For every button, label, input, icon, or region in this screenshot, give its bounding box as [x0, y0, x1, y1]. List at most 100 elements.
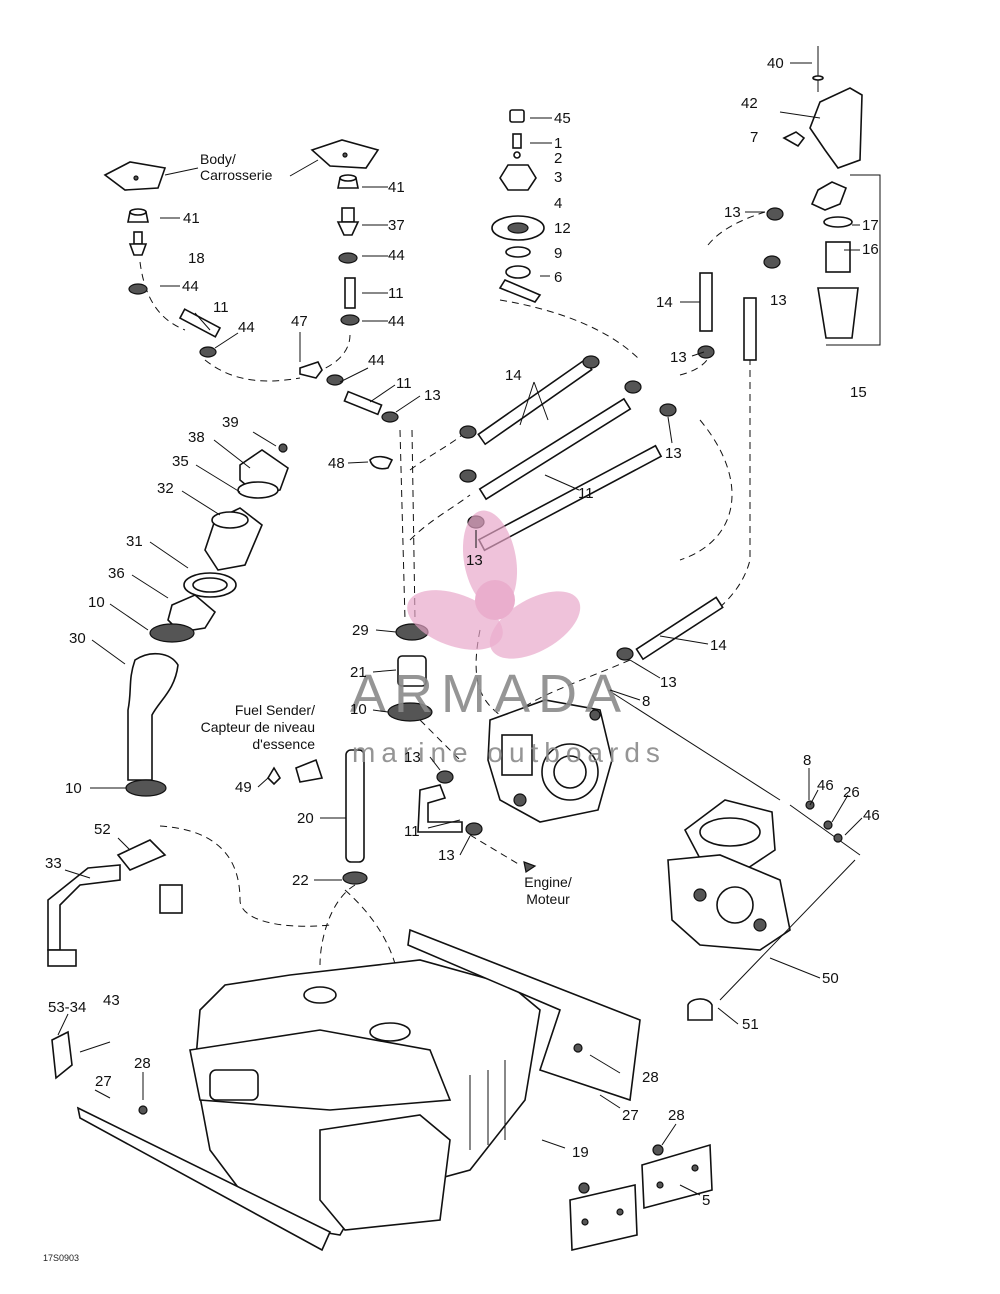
hose-clamps	[436, 207, 784, 836]
callout-47: 47	[291, 313, 308, 330]
callout-8: 8	[803, 752, 811, 769]
callout-11: 11	[578, 485, 594, 502]
engine-label: Engine/	[524, 874, 572, 890]
left-vent-assembly	[127, 208, 399, 423]
body-label-fr: Carrosserie	[200, 167, 273, 183]
callout-28: 28	[134, 1055, 151, 1072]
callout-15: 15	[850, 384, 867, 401]
callout-7: 7	[750, 129, 758, 146]
callout-44: 44	[182, 278, 199, 295]
callout-31: 31	[126, 533, 143, 550]
callout-36: 36	[108, 565, 125, 582]
callout-32: 32	[157, 480, 174, 497]
callout-41: 41	[388, 179, 405, 196]
callout-27: 27	[95, 1073, 112, 1090]
callout-9: 9	[554, 245, 562, 262]
callout-38: 38	[188, 429, 205, 446]
callout-44: 44	[388, 313, 405, 330]
armada-watermark: ARMADA marine outboards	[350, 510, 666, 768]
callout-13: 13	[424, 387, 441, 404]
captions: Fuel Sender/ Capteur de niveau d'essence…	[43, 702, 572, 1263]
callout-17: 17	[862, 217, 879, 234]
callout-14: 14	[505, 367, 522, 384]
callout-6: 6	[554, 269, 562, 286]
callout-26: 26	[843, 784, 860, 801]
callout-40: 40	[767, 55, 784, 72]
filler-neck-assembly	[125, 443, 289, 797]
callout-numbers: 41 18 44 11 44 47 44 11 13 41 37 44 11 4…	[45, 55, 880, 1209]
throttle-body	[487, 699, 613, 823]
callout-19: 19	[572, 1144, 589, 1161]
callout-41: 41	[183, 210, 200, 227]
right-vent-assembly	[336, 174, 360, 326]
left-brackets	[47, 839, 183, 1080]
callout-44: 44	[368, 352, 385, 369]
callout-49: 49	[235, 779, 252, 796]
callout-13: 13	[724, 204, 741, 221]
callout-13: 13	[670, 349, 687, 366]
drawing-code: 17S0903	[43, 1253, 79, 1263]
main-hoses	[417, 272, 757, 833]
carburetor	[607, 689, 861, 1021]
callout-27: 27	[622, 1107, 639, 1124]
propeller-logo-icon	[407, 510, 581, 659]
engine-label-fr: Moteur	[526, 891, 570, 907]
callout-21: 21	[350, 664, 367, 681]
callout-20: 20	[297, 810, 314, 827]
callout-3: 3	[554, 169, 562, 186]
callout-22: 22	[292, 872, 309, 889]
fuel-sender-label-fr2: d'essence	[252, 736, 315, 752]
callout-43: 43	[103, 992, 120, 1009]
callout-10: 10	[350, 701, 367, 718]
callout-11: 11	[213, 299, 229, 316]
callout-4: 4	[554, 195, 562, 212]
callout-16: 16	[862, 241, 879, 258]
body-label: Body/	[200, 151, 236, 167]
callout-13: 13	[466, 552, 483, 569]
callout-11: 11	[388, 285, 404, 302]
callout-14: 14	[656, 294, 673, 311]
callout-leaders	[57, 62, 863, 1196]
callout-2: 2	[554, 150, 562, 167]
callout-45: 45	[554, 110, 571, 127]
callout-5: 5	[702, 1192, 710, 1209]
fuel-filter-assembly	[782, 46, 881, 346]
callout-1: 1	[554, 135, 562, 152]
body-mount-pads: Body/ Carrosserie	[103, 139, 380, 191]
callout-10: 10	[88, 594, 105, 611]
callout-48: 48	[328, 455, 345, 472]
callout-29: 29	[352, 622, 369, 639]
callout-39: 39	[222, 414, 239, 431]
callout-53-34: 53-34	[48, 999, 86, 1016]
callout-33: 33	[45, 855, 62, 872]
callout-18: 18	[188, 250, 205, 267]
fuel-sender-label-fr1: Capteur de niveau	[201, 719, 315, 735]
callout-42: 42	[741, 95, 758, 112]
callout-46: 46	[863, 807, 880, 824]
callout-12: 12	[554, 220, 571, 237]
callout-13: 13	[404, 749, 421, 766]
callout-44: 44	[238, 319, 255, 336]
watermark-brand: ARMADA	[350, 664, 629, 724]
callout-35: 35	[172, 453, 189, 470]
callout-30: 30	[69, 630, 86, 647]
callout-28: 28	[668, 1107, 685, 1124]
callout-46: 46	[817, 777, 834, 794]
fuel-tank	[189, 959, 541, 1236]
fuel-sender-label: Fuel Sender/	[235, 702, 315, 718]
callout-10: 10	[65, 780, 82, 797]
callout-11: 11	[404, 823, 420, 840]
callout-13: 13	[438, 847, 455, 864]
fuel-sender-parts	[266, 455, 433, 885]
callout-52: 52	[94, 821, 111, 838]
callout-37: 37	[388, 217, 405, 234]
watermark-tagline: marine outboards	[352, 737, 666, 768]
callout-44: 44	[388, 247, 405, 264]
callout-51: 51	[742, 1016, 759, 1033]
callout-11: 11	[396, 375, 412, 392]
callout-8: 8	[642, 693, 650, 710]
callout-28: 28	[642, 1069, 659, 1086]
filler-cap-assembly	[491, 109, 545, 303]
callout-13: 13	[665, 445, 682, 462]
